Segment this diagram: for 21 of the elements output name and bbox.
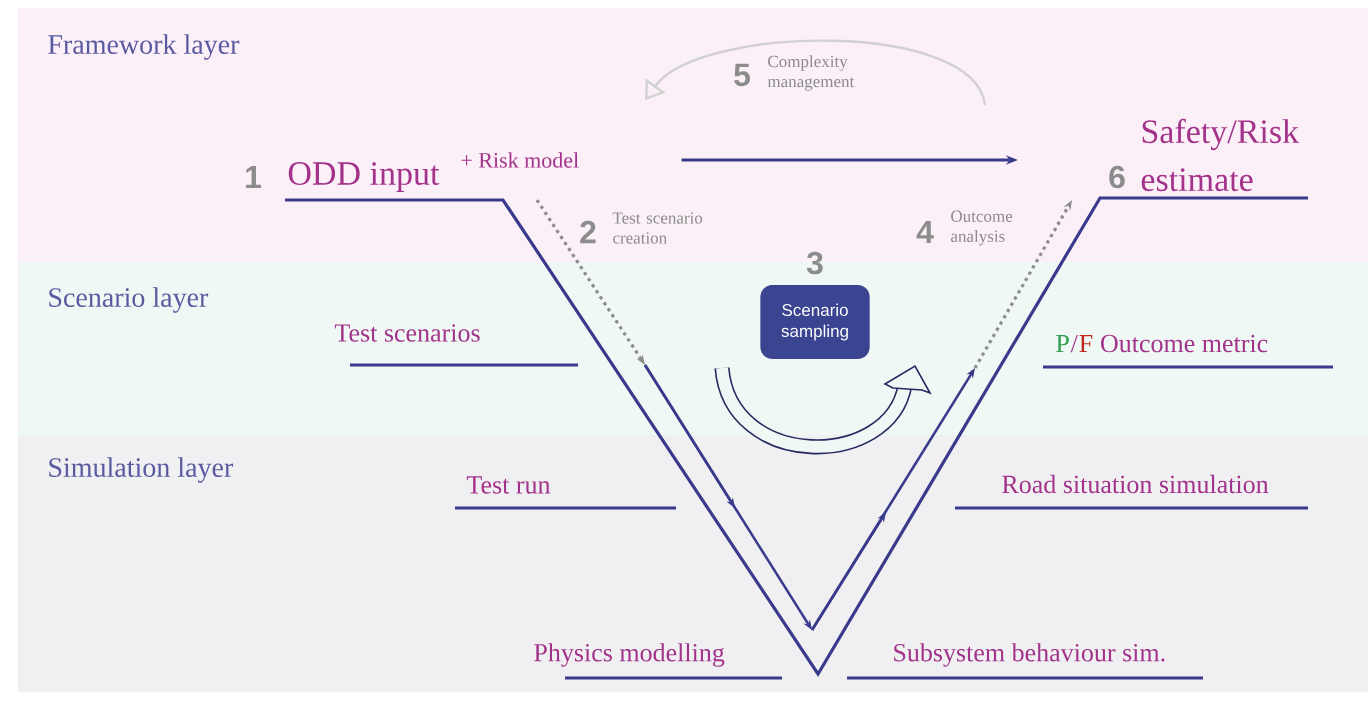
step-number: 4: [916, 221, 934, 243]
layer-item: Test run: [466, 476, 551, 494]
step-number: 5: [734, 63, 750, 87]
step-label: Complexity management: [767, 55, 855, 91]
stage-title: Safety/Risk estimate: [1141, 118, 1300, 192]
layer-item: Physics modelling: [534, 643, 725, 667]
step-number: 6: [1109, 165, 1125, 189]
step-number: 2: [580, 220, 596, 244]
layer-item: Outcome metric: [1101, 334, 1268, 353]
step-label: Outcome analysis: [951, 210, 1013, 246]
stage-title: + Risk model: [461, 152, 579, 168]
step-number: 1: [246, 166, 261, 188]
layer-item: Road situation simulation: [1002, 474, 1269, 494]
step-label: Test scenario creation: [612, 212, 703, 244]
layer-item: Subsystem behaviour sim.: [894, 643, 1165, 667]
slash-mark: /: [1070, 334, 1078, 353]
layer-item: Test scenarios: [334, 324, 480, 342]
stage-title: ODD input: [288, 162, 440, 192]
pass-mark: P: [1056, 334, 1069, 352]
process-box: Scenario sampling: [760, 285, 870, 359]
fail-mark: F: [1079, 334, 1093, 352]
